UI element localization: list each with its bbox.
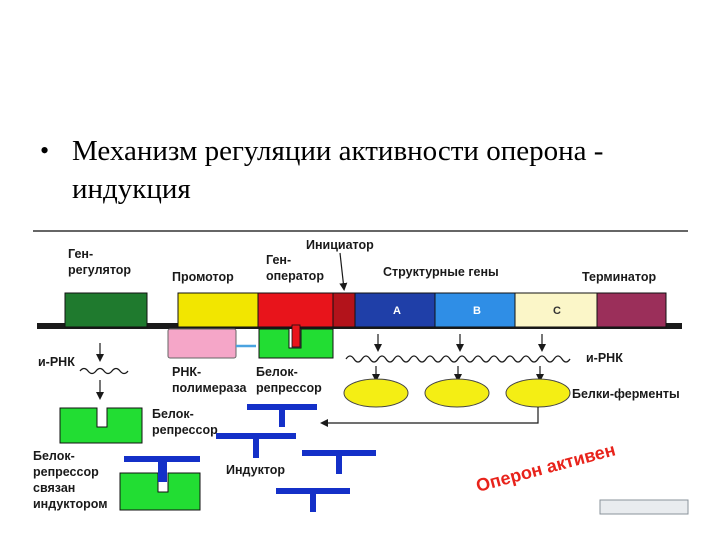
mrna-right-label: и-РНК: [586, 351, 623, 365]
operator-repressor-label-line-2: репрессор: [256, 381, 322, 395]
promoter-label: Промотор: [172, 270, 234, 284]
initiator-label: Инициатор: [306, 238, 374, 252]
bullet-text-line-2: индукция: [72, 173, 191, 205]
rna-polymerase-label-line-2: полимераза: [172, 381, 247, 395]
bound-repressor-label-line-2: репрессор: [33, 465, 99, 479]
enzymes-label: Белки-ферменты: [572, 387, 680, 401]
gene-regulator-box: [64, 292, 148, 328]
rna-polymerase-label-line-1: РНК-: [172, 365, 201, 379]
gene-c-label: C: [553, 305, 561, 317]
slide-corner-control[interactable]: [599, 499, 689, 515]
inducer-bound-to-repressor: [124, 456, 200, 482]
operator-binding-site: [291, 324, 301, 348]
mrna-left-wave: [79, 367, 129, 375]
gene-b-label: B: [473, 305, 481, 317]
terminator-label: Терминатор: [582, 270, 656, 284]
gene-regulator-label-line-1: Ген-: [68, 247, 93, 261]
mrna-left-label: и-РНК: [38, 355, 75, 369]
inducer-molecule-3: [302, 450, 376, 474]
gene-operator-label-line-2: оператор: [266, 269, 324, 283]
inducer-label: Индуктор: [226, 463, 285, 477]
inducer-molecule-2: [216, 433, 296, 458]
terminator-box: [596, 292, 667, 328]
enzyme-b: [424, 378, 490, 408]
enzyme-a: [343, 378, 409, 408]
initiator-box: [332, 292, 356, 328]
structural-gene-b-box: [434, 292, 516, 328]
free-repressor-protein: [59, 407, 143, 444]
protein-repressor-label-line-2: репрессор: [152, 423, 218, 437]
enzyme-c: [505, 378, 571, 408]
inducer-molecule-4: [276, 488, 350, 512]
operator-repressor-label-line-1: Белок-: [256, 365, 298, 379]
promoter-box: [177, 292, 259, 328]
gene-operator-box: [257, 292, 334, 328]
rna-polymerase: [167, 328, 237, 359]
repressor-at-operator: [258, 328, 334, 359]
bullet-text: Механизм регуляции активности оперона - …: [72, 132, 702, 208]
initiator-arrow: [339, 252, 348, 291]
structural-gene-c-box: [514, 292, 598, 328]
feedback-arrow: [320, 407, 539, 427]
gene-a-label: A: [393, 305, 401, 317]
bound-repressor-label-line-1: Белок-: [33, 449, 75, 463]
bullet-text-line-1: Механизм регуляции активности оперона -: [72, 135, 604, 167]
inducer-molecule-1: [247, 404, 317, 427]
gene-operator-label-line-1: Ген-: [266, 253, 291, 267]
structural-genes-label: Структурные гены: [383, 265, 499, 279]
bound-repressor-label-line-4: индуктором: [33, 497, 107, 511]
protein-repressor-label-line-1: Белок-: [152, 407, 194, 421]
mrna-structural-wave: [345, 355, 571, 363]
gene-regulator-label-line-2: регулятор: [68, 263, 131, 277]
operon-active-label: Оперон активен: [474, 439, 618, 495]
bound-repressor-label-line-3: связан: [33, 481, 75, 495]
bullet-marker: •: [40, 136, 50, 165]
